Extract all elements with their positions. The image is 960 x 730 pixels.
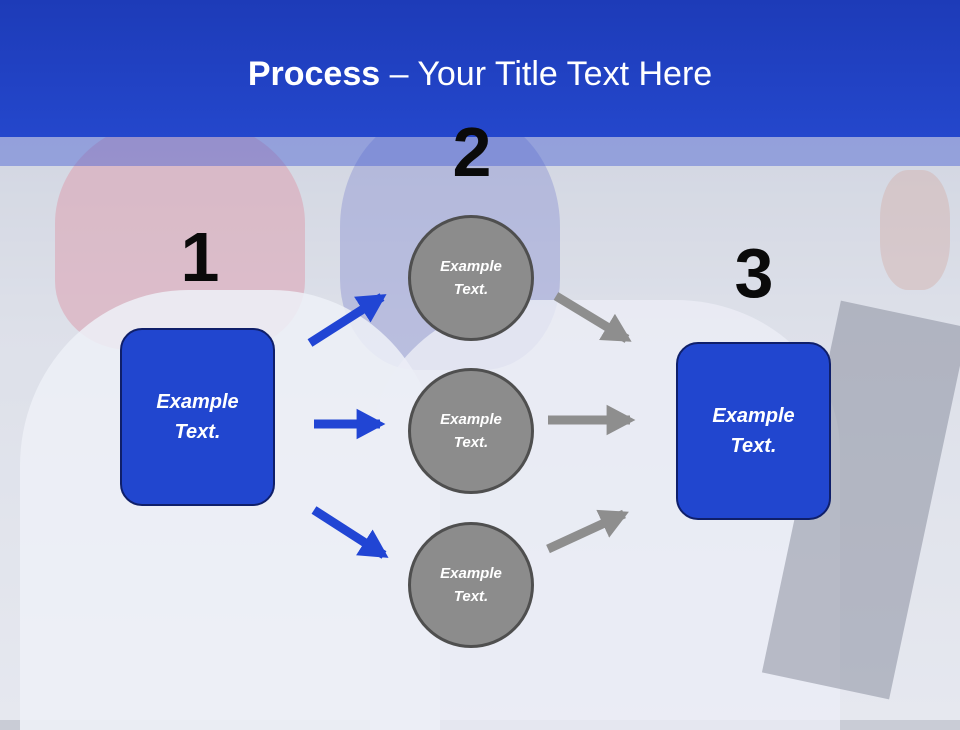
step-2-circle-middle[interactable]: Example Text. bbox=[408, 368, 534, 494]
circle-top-label: Example Text. bbox=[440, 258, 502, 298]
step-2-circle-bottom[interactable]: Example Text. bbox=[408, 522, 534, 648]
circle-bottom-label: Example Text. bbox=[440, 565, 502, 605]
arrow-blue-up-icon bbox=[307, 293, 387, 347]
circle-middle-label: Example Text. bbox=[440, 411, 502, 451]
arrow-gray-up-icon bbox=[546, 509, 629, 554]
step-number-2: 2 bbox=[452, 113, 492, 191]
step-1-box[interactable]: Example Text. bbox=[120, 328, 275, 506]
title-bar bbox=[0, 0, 960, 137]
step-number-1: 1 bbox=[180, 218, 220, 296]
step-1-label: Example Text. bbox=[156, 391, 239, 443]
slide-title: Process – Your Title Text Here bbox=[0, 52, 960, 96]
arrow-blue-down-icon bbox=[311, 506, 389, 559]
arrow-gray-down-icon bbox=[553, 292, 632, 343]
step-3-label: Example Text. bbox=[712, 405, 795, 457]
title-bold: Process bbox=[247, 55, 381, 93]
title-rest: – Your Title Text Here bbox=[380, 55, 713, 93]
step-2-circle-top[interactable]: Example Text. bbox=[408, 215, 534, 341]
title-bar-band bbox=[0, 137, 960, 166]
photo-hand bbox=[880, 170, 950, 290]
step-3-box[interactable]: Example Text. bbox=[676, 342, 831, 520]
step-number-3: 3 bbox=[734, 234, 774, 312]
